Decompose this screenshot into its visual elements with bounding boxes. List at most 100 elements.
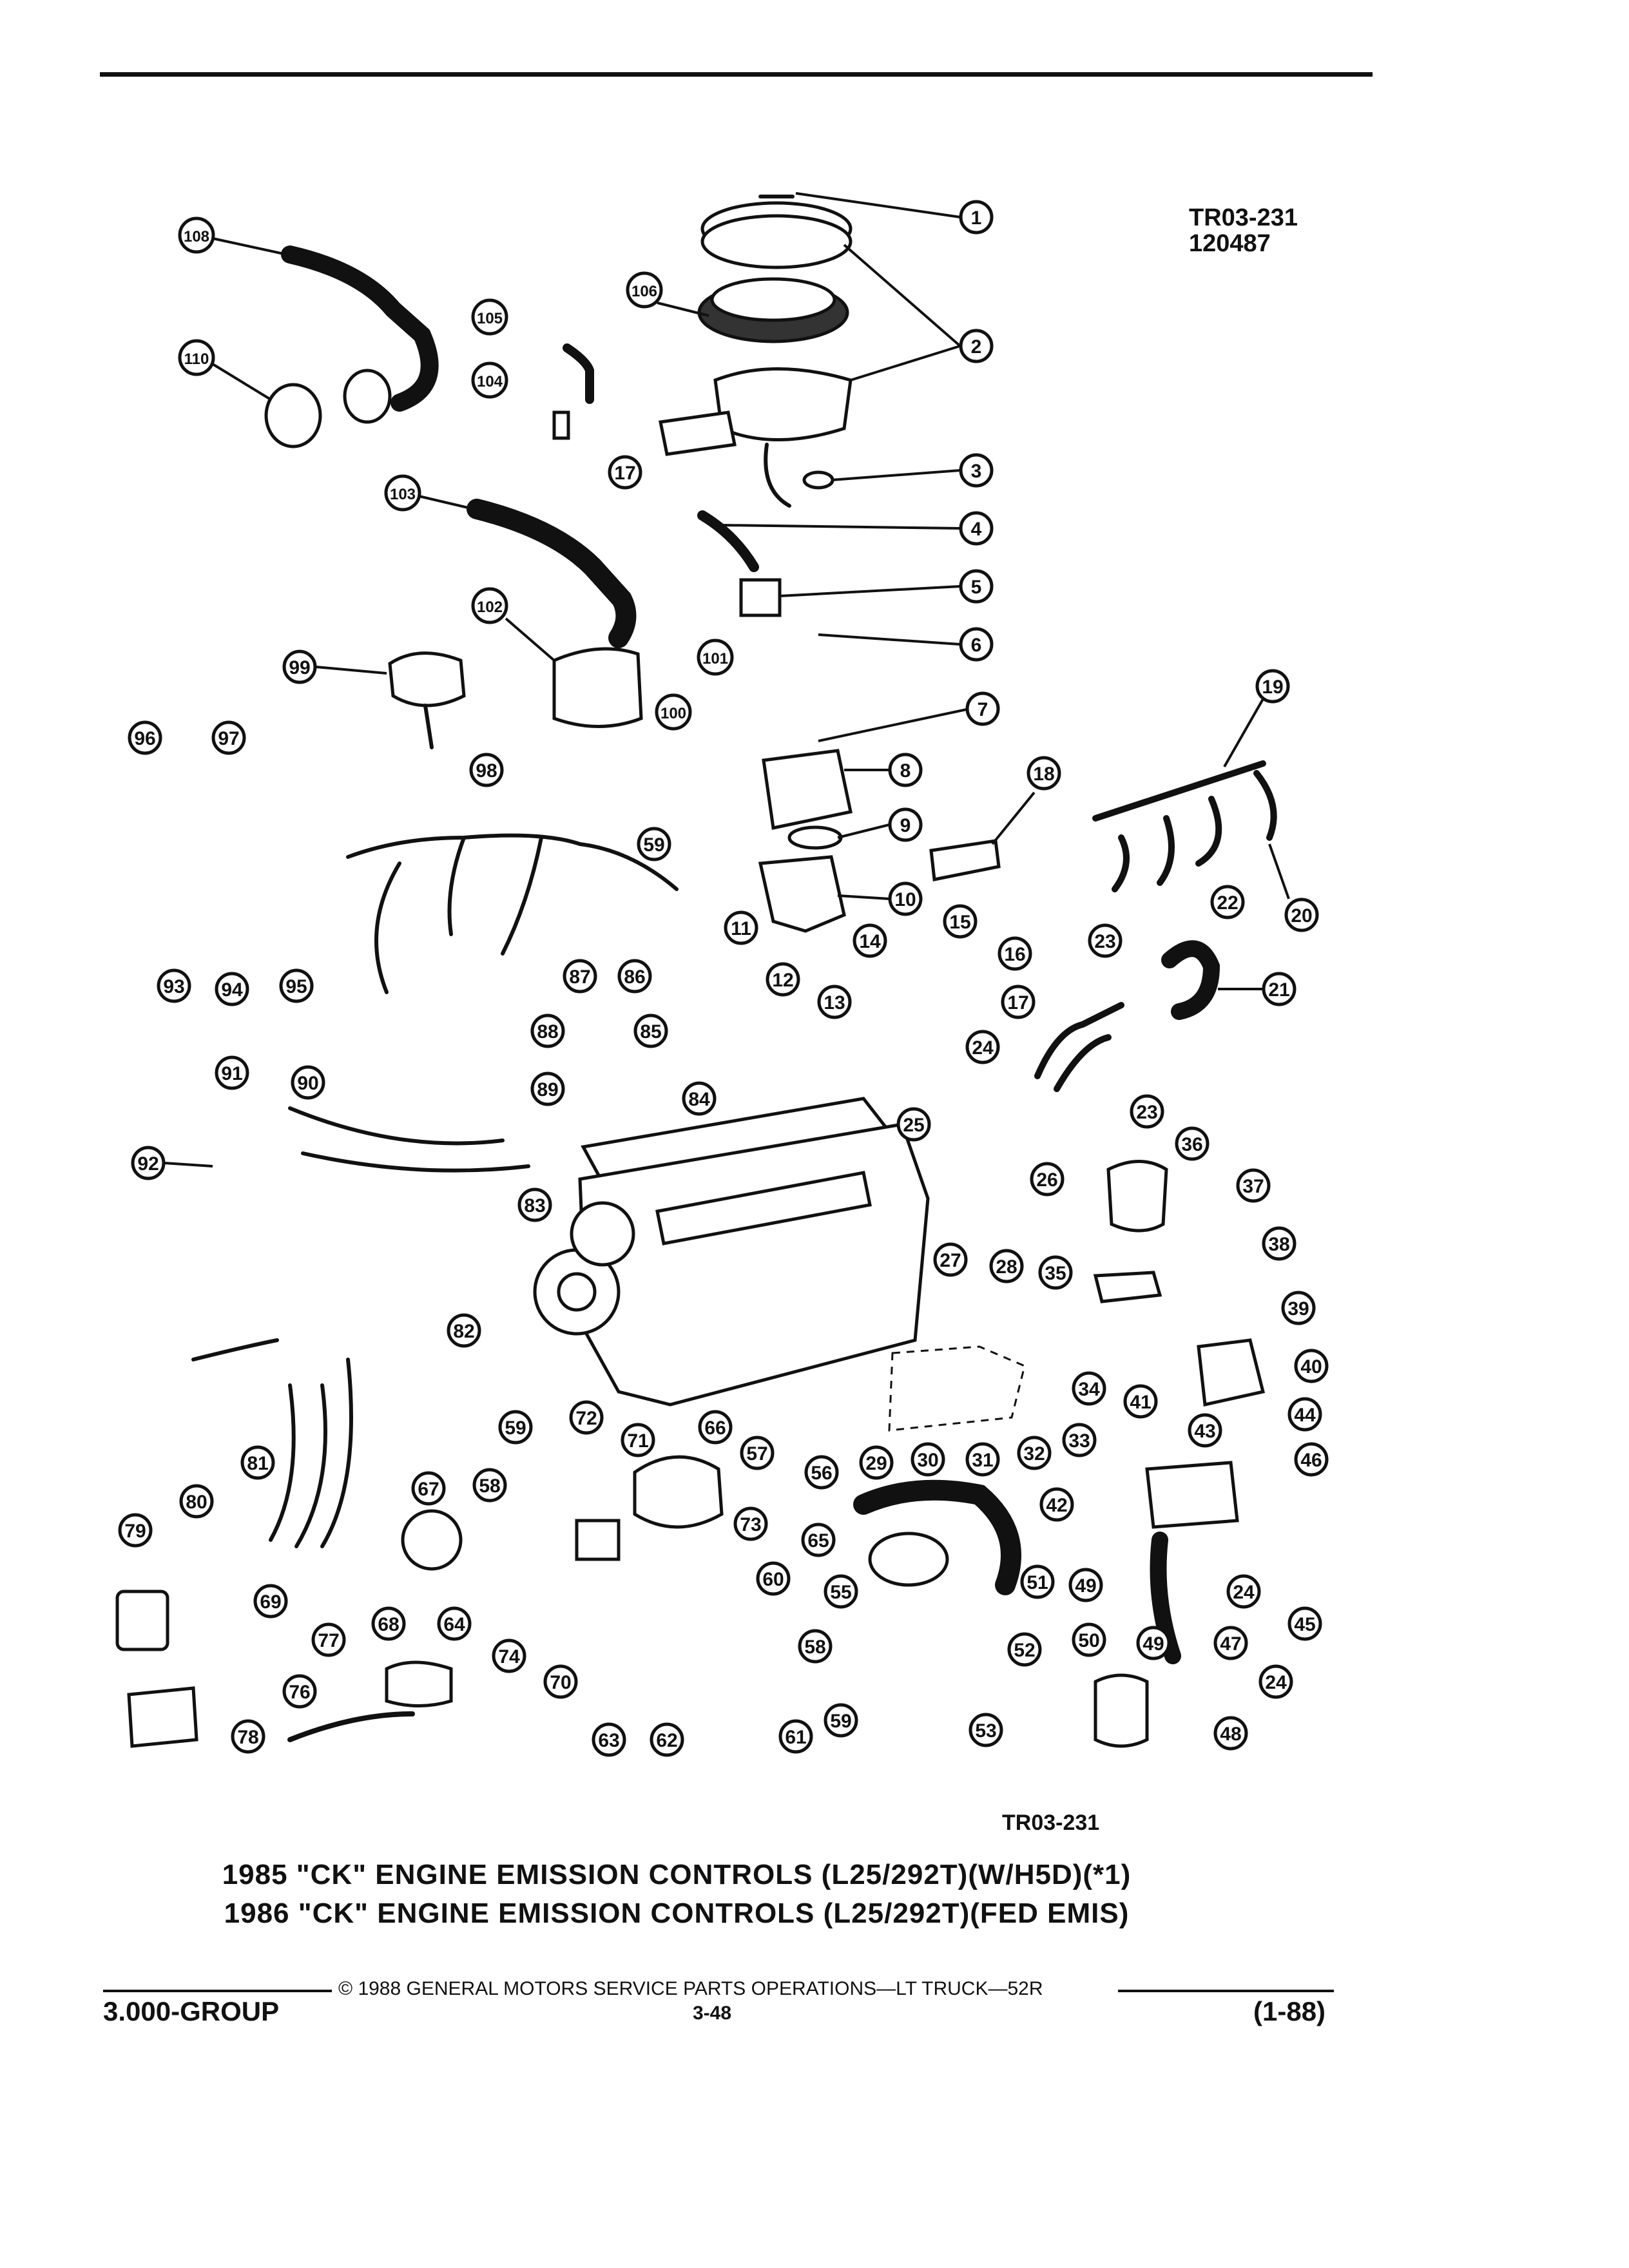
callout-18-label: 18 [1033, 764, 1054, 785]
callout-11-label: 11 [731, 918, 751, 939]
callout-102: 102 [471, 587, 508, 624]
callout-33-label: 33 [1068, 1430, 1090, 1452]
callout-80-label: 80 [186, 1492, 207, 1513]
callout-20: 20 [1284, 898, 1319, 932]
leader-108 [212, 237, 287, 256]
callout-85: 85 [633, 1014, 668, 1048]
callout-14: 14 [853, 923, 887, 958]
vacuum-bracket [1197, 1338, 1266, 1407]
callout-92-label: 92 [137, 1153, 159, 1175]
callout-8-label: 8 [900, 760, 911, 782]
callout-9-label: 9 [900, 815, 911, 836]
callout-15: 15 [943, 904, 978, 939]
callout-38: 38 [1262, 1226, 1296, 1261]
leader-1 [795, 192, 961, 218]
leader-2b [850, 345, 961, 381]
callout-40: 40 [1294, 1349, 1329, 1383]
callout-17b-label: 17 [614, 463, 635, 484]
callout-31-label: 31 [972, 1450, 993, 1471]
vapor-canister-mount [1093, 1271, 1162, 1303]
hose [1161, 940, 1220, 1020]
callout-13-label: 13 [824, 992, 845, 1014]
callout-20-label: 20 [1291, 905, 1312, 927]
top-rule [100, 72, 1373, 77]
callout-24c-label: 24 [1265, 1672, 1287, 1693]
callout-92: 92 [131, 1146, 166, 1180]
figure-code: TR03-231 [1002, 1811, 1100, 1835]
part-illustrations [115, 195, 1277, 1748]
air-injection-pipe [1034, 1002, 1124, 1092]
callout-57: 57 [740, 1436, 775, 1470]
callout-90: 90 [291, 1065, 325, 1100]
leader-lines [164, 192, 1290, 1168]
callout-105: 105 [471, 298, 508, 336]
callout-44-label: 44 [1294, 1405, 1316, 1426]
callout-63: 63 [592, 1722, 626, 1757]
pcv-hose [697, 510, 759, 572]
callout-44: 44 [1287, 1397, 1322, 1432]
callout-24b-label: 24 [1233, 1582, 1255, 1603]
callout-101: 101 [697, 639, 734, 676]
callout-73-label: 73 [740, 1514, 761, 1535]
callout-108-label: 108 [184, 228, 209, 245]
callout-39: 39 [1281, 1291, 1316, 1325]
callout-104: 104 [471, 361, 508, 399]
callout-5: 5 [959, 569, 994, 604]
footer-rule-left [103, 1990, 332, 1992]
vacuum-harness [288, 1106, 530, 1173]
callout-2-label: 2 [971, 336, 982, 358]
callout-24b: 24 [1226, 1574, 1261, 1609]
leader-18 [991, 791, 1036, 845]
callout-23a-label: 23 [1094, 931, 1115, 952]
carburetor-bracket [758, 855, 846, 933]
callout-51: 51 [1020, 1564, 1055, 1599]
reference-code: TR03-231 120487 [1189, 205, 1298, 256]
callout-81: 81 [240, 1445, 275, 1480]
callout-61-label: 61 [785, 1727, 806, 1748]
callout-86-label: 86 [624, 966, 645, 988]
leader-19 [1223, 698, 1264, 767]
leader-7 [818, 707, 970, 742]
callout-30: 30 [911, 1442, 945, 1477]
engine-wiring-harness [346, 833, 679, 994]
callout-35-label: 35 [1045, 1263, 1066, 1284]
callout-60: 60 [756, 1561, 791, 1596]
callout-74: 74 [492, 1639, 526, 1673]
leader-6 [818, 633, 961, 646]
callout-66-label: 66 [704, 1418, 726, 1439]
callout-56-label: 56 [811, 1463, 832, 1484]
callout-29: 29 [859, 1445, 894, 1480]
callout-97: 97 [211, 720, 246, 755]
air-filter-element-top [710, 277, 836, 322]
callout-76-label: 76 [289, 1682, 310, 1703]
callout-86: 86 [617, 959, 652, 994]
callout-50: 50 [1072, 1622, 1106, 1657]
air-cleaner-cover-rim [700, 214, 853, 269]
callout-17b: 17 [608, 455, 642, 490]
callout-70-label: 70 [550, 1672, 571, 1693]
intake-duct [467, 499, 637, 648]
callout-69: 69 [253, 1584, 288, 1619]
callout-10-label: 10 [894, 889, 916, 910]
callout-70: 70 [543, 1664, 578, 1699]
callout-104-label: 104 [477, 373, 503, 390]
duct-end [343, 369, 392, 424]
callout-89: 89 [530, 1072, 565, 1106]
callout-101-label: 101 [702, 650, 728, 668]
callout-1-label: 1 [971, 207, 982, 229]
callout-63-label: 63 [598, 1730, 619, 1751]
callout-68: 68 [371, 1606, 406, 1641]
callout-33: 33 [1062, 1423, 1097, 1457]
callout-59a-label: 59 [643, 834, 664, 856]
callout-25-label: 25 [903, 1115, 924, 1136]
callout-68-label: 68 [378, 1614, 399, 1635]
callout-79-label: 79 [124, 1521, 146, 1542]
callout-64: 64 [437, 1606, 472, 1641]
callout-26-label: 26 [1036, 1169, 1057, 1191]
spark-plug-wires [191, 1338, 353, 1548]
callout-66: 66 [698, 1410, 733, 1445]
callout-98: 98 [469, 753, 504, 787]
callout-11: 11 [724, 910, 758, 945]
callout-71: 71 [621, 1423, 655, 1457]
callout-23b: 23 [1130, 1094, 1164, 1129]
